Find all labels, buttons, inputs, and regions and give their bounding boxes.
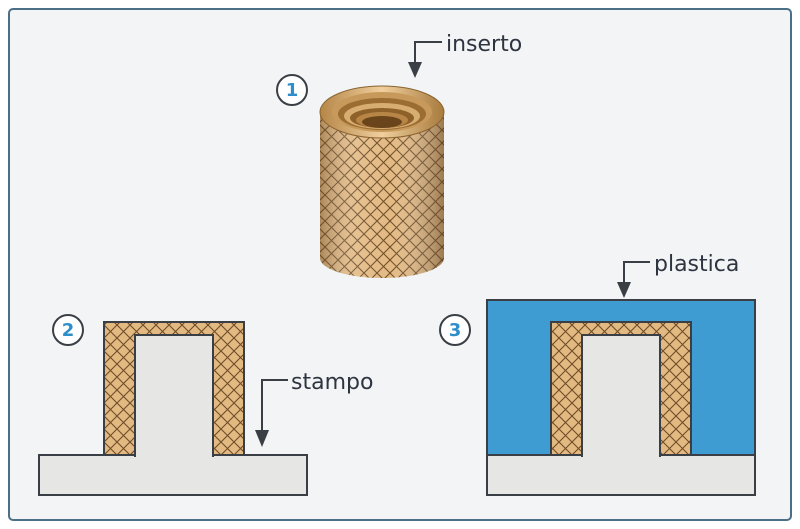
mold-base-3 xyxy=(486,454,756,496)
step-2-mold: 2 stampo xyxy=(38,314,373,496)
insert-pointer-line xyxy=(414,41,442,64)
mold-pin xyxy=(134,334,214,457)
step-2-badge xyxy=(52,314,84,346)
step-1-number: 1 xyxy=(286,80,299,101)
step-3-number: 3 xyxy=(449,320,462,341)
mold-pin-3 xyxy=(581,334,661,457)
plastic-label: plastica xyxy=(654,252,739,277)
brass-insert xyxy=(319,85,445,278)
step-1-badge xyxy=(276,74,308,106)
step-1-insert: 1 inserto xyxy=(276,32,522,278)
step-3-badge xyxy=(439,314,471,346)
plastic-pointer-arrow xyxy=(617,282,631,298)
mold-base xyxy=(38,454,308,496)
insert-label: inserto xyxy=(446,32,522,57)
insert-pointer-arrow xyxy=(408,62,422,78)
step-3-plastic: 3 plastica xyxy=(439,252,756,496)
mold-pointer-line xyxy=(261,379,288,432)
mold-pointer-arrow xyxy=(255,430,269,447)
plastic-pointer-line xyxy=(623,261,650,284)
step-2-number: 2 xyxy=(62,320,75,341)
mold-label: stampo xyxy=(291,370,373,395)
